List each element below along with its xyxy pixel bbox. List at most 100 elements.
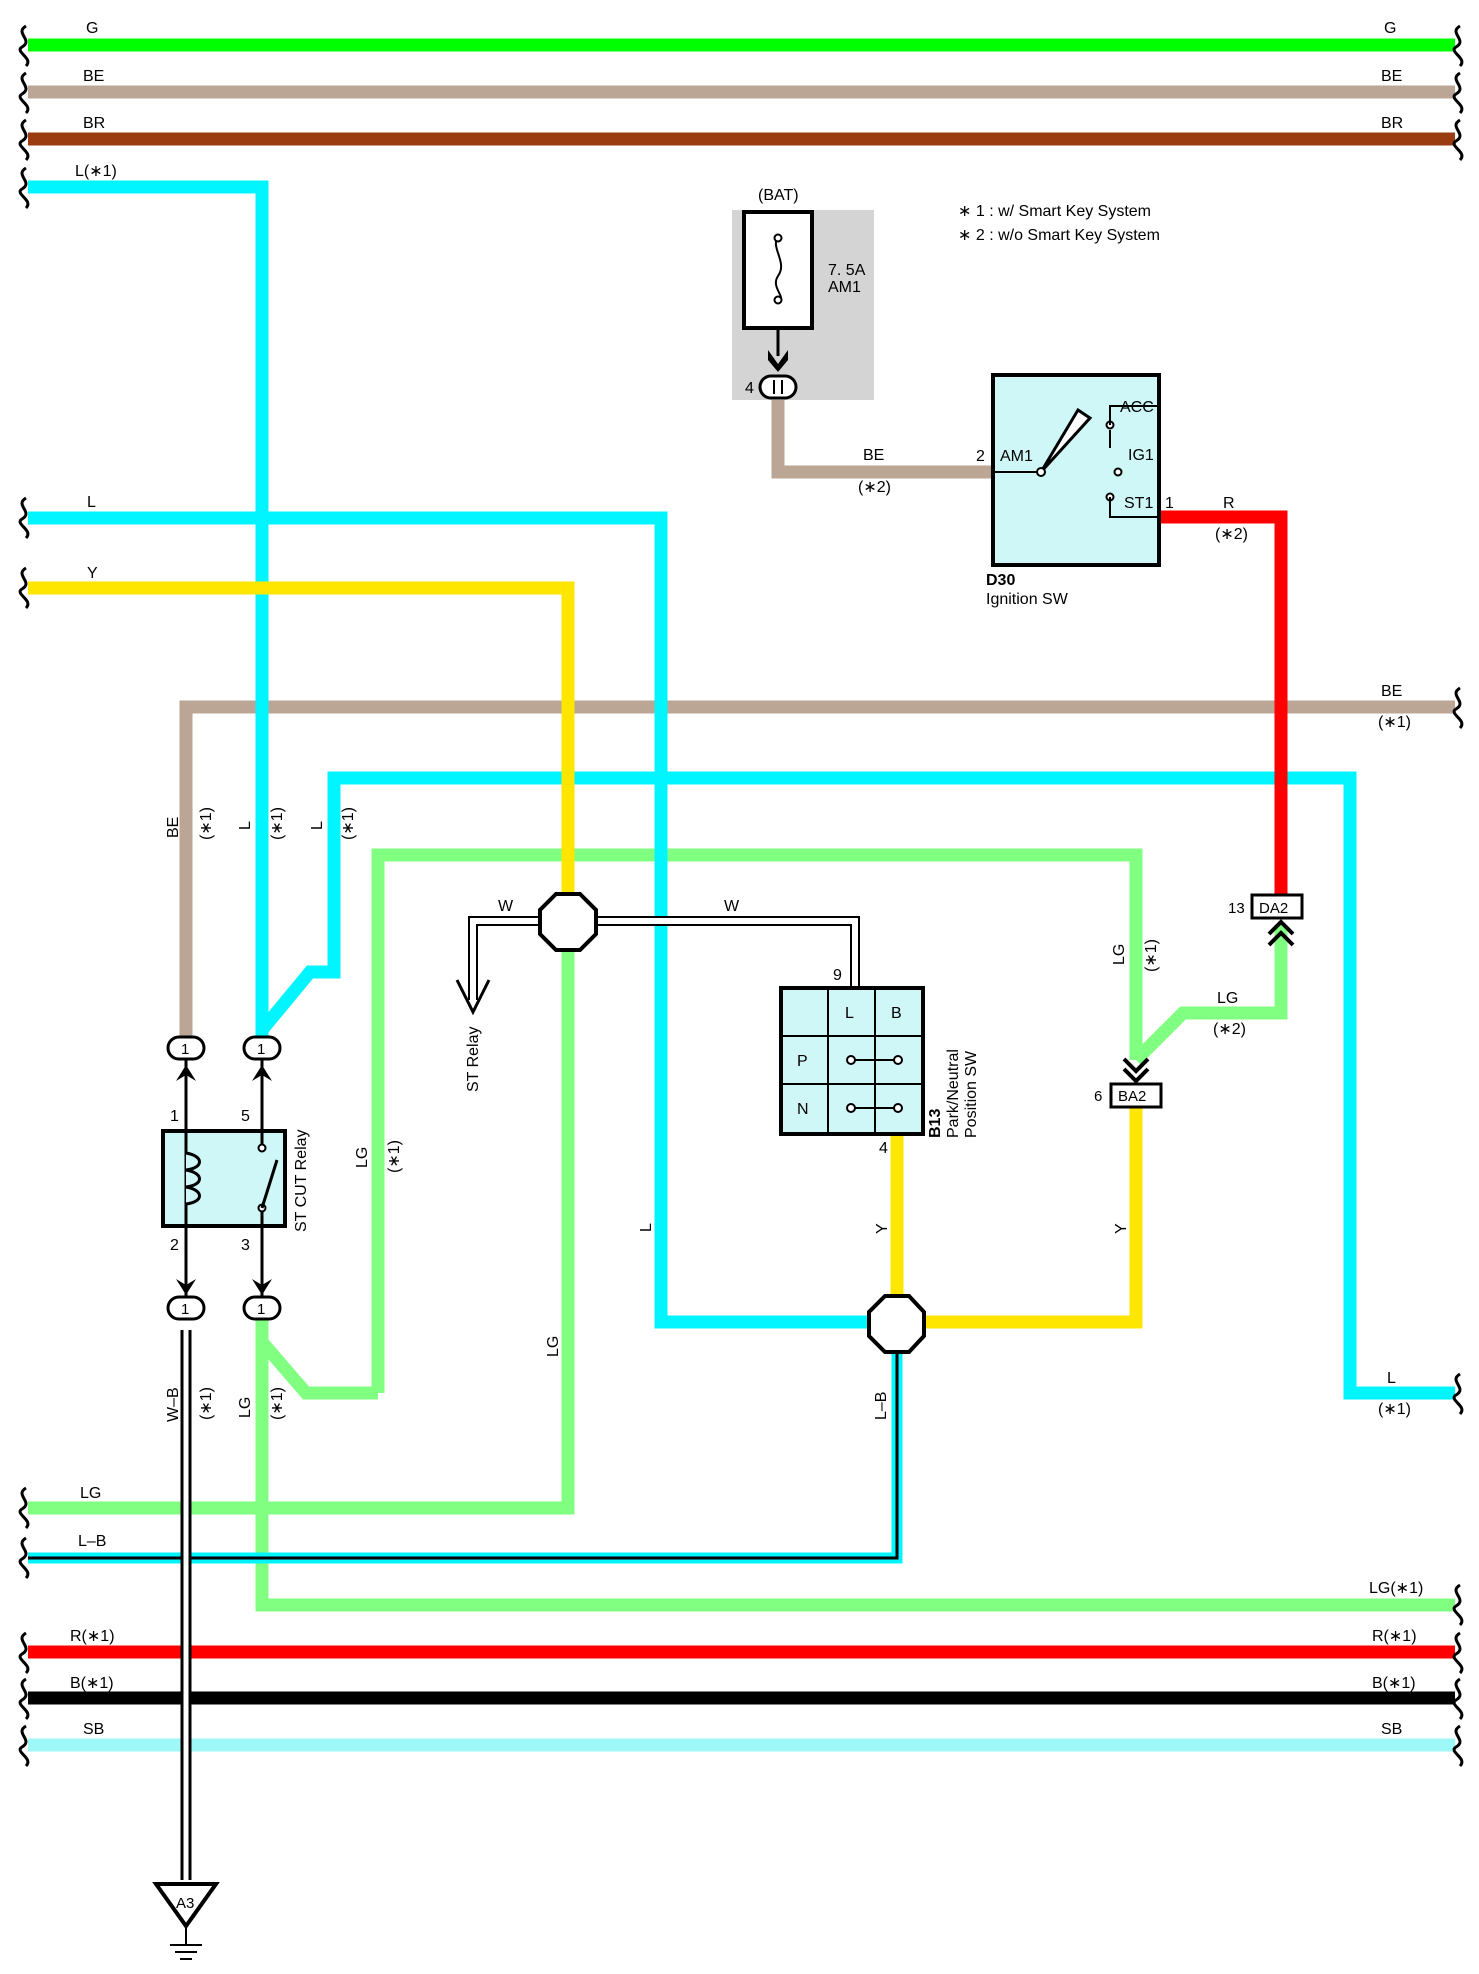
label-l-vert1-note: (∗1)	[269, 807, 286, 840]
wire-lb	[28, 1345, 903, 1564]
label-lg-da2: LG	[1217, 990, 1238, 1007]
pn-code: B13	[927, 1109, 944, 1138]
wire-lg-da2	[1131, 925, 1288, 1065]
label-lg-relay3-note: (∗1)	[269, 1387, 286, 1420]
label-y-ba2: Y	[1113, 1223, 1130, 1234]
relay-pin-1: 1	[170, 1108, 179, 1125]
connector-relay-bottom-left: 1	[166, 1295, 206, 1321]
svg-text:1: 1	[257, 1041, 265, 1058]
label-l-vert2-note: (∗1)	[340, 807, 357, 840]
break-left-g	[18, 24, 30, 68]
da2-chevron2	[1267, 930, 1295, 947]
ign-pin-am1: 2	[976, 448, 985, 465]
label-y-left: Y	[87, 565, 98, 582]
st-cut-relay: 1 5 2 3 ST CUT Relay	[161, 1045, 310, 1306]
label-l-vert2: L	[309, 821, 326, 830]
relay-pin-2: 2	[170, 1237, 179, 1254]
label-r-bottom-left: R(∗1)	[70, 1628, 115, 1645]
break-left-y	[18, 566, 30, 610]
label-lg-bottom-left: LG	[80, 1485, 101, 1502]
break-left-lb	[18, 1536, 30, 1580]
ign-sw-body	[991, 373, 1161, 567]
fuse-name: AM1	[828, 279, 861, 296]
break-right-b	[1452, 1677, 1464, 1721]
label-lg1-bottom-right: LG(∗1)	[1369, 1580, 1423, 1597]
label-lg-da2-note: (∗2)	[1213, 1021, 1246, 1038]
da2-label: DA2	[1259, 900, 1288, 917]
wire-lb-core	[28, 1345, 899, 1560]
ba2-chevron1	[1122, 1057, 1150, 1074]
wire-w-inner	[470, 918, 858, 1000]
relay-contact-top	[257, 1143, 267, 1153]
junction-l-y-lb	[867, 1294, 926, 1354]
fuse-body	[742, 210, 814, 330]
label-l-right-note: (∗1)	[1378, 1401, 1411, 1418]
wire-l1-right	[256, 771, 1455, 1400]
ign-label-ig1: IG1	[1128, 447, 1154, 464]
ign-acc-line	[1109, 405, 1157, 425]
label-r-bottom-right: R(∗1)	[1372, 1628, 1417, 1645]
ba2-body	[1109, 1082, 1163, 1109]
label-be-left: BE	[83, 68, 104, 85]
lower-bus-wires	[28, 1645, 1455, 1752]
park-neutral-switch: L B P N 9 4 B13 Park/Neutral Position SW	[779, 967, 980, 1157]
break-right-be	[1452, 71, 1464, 115]
wire-lg-bottom	[255, 1315, 1455, 1612]
label-be-right: BE	[1381, 68, 1402, 85]
connector-ba2: BA2 6	[1094, 1057, 1163, 1109]
relay-pin-3: 3	[241, 1237, 250, 1254]
relay-pin-5: 5	[241, 1108, 250, 1125]
da2-chevron1	[1267, 919, 1295, 936]
connector-relay-top-left: 1	[166, 1035, 206, 1061]
break-left-be	[18, 71, 30, 115]
label-w-right: W	[724, 898, 740, 915]
wire-lg-loop-tail	[255, 1315, 378, 1400]
pn-col-b: B	[891, 1005, 902, 1022]
relay-arrow-2	[176, 1279, 196, 1295]
wire-lg-mid	[28, 931, 575, 1515]
label-wb-vert: W–B	[165, 1387, 182, 1422]
label-lg-vert-right: LG	[1111, 944, 1128, 965]
label-r-ign-note: (∗2)	[1215, 526, 1248, 543]
fuse-pin: 4	[745, 380, 754, 397]
wire-breaks	[18, 24, 1464, 1768]
pn-p-dot-l	[846, 1055, 856, 1065]
ign-label-am1: AM1	[1000, 448, 1033, 465]
relay-coil	[185, 1151, 201, 1206]
wire-y-left	[28, 581, 575, 893]
label-l1-left: L(∗1)	[75, 163, 117, 180]
fuse-bottom-terminal	[773, 295, 783, 305]
wire-label-group: G G BE BE BR BR L(∗1) L Y BE (∗1) BE (∗2…	[70, 20, 1423, 1738]
break-right-l1	[1452, 1372, 1464, 1416]
label-b-bottom-right: B(∗1)	[1372, 1675, 1416, 1692]
label-l-left: L	[87, 494, 96, 511]
label-be-vert-note: (∗1)	[198, 807, 215, 840]
ign-name: Ignition SW	[986, 591, 1069, 608]
pn-pin-top: 9	[833, 967, 842, 984]
wire-y-ba2	[921, 1105, 1143, 1329]
label-lg-mid: LG	[545, 1336, 562, 1357]
wire-be-relay	[179, 700, 1455, 1045]
st-relay-arrow	[455, 979, 491, 1016]
connector-da2: DA2 13	[1228, 893, 1304, 947]
label-lg-relay3: LG	[237, 1397, 254, 1418]
break-right-r	[1452, 1631, 1464, 1675]
label-be2-right: BE	[1381, 683, 1402, 700]
ign-label-st1: ST1	[1124, 495, 1153, 512]
wire-w	[455, 916, 860, 1016]
wire-routes	[28, 180, 1455, 1612]
label-lg-vert-left: LG	[354, 1147, 371, 1168]
label-g-right: G	[1384, 20, 1396, 37]
ignition-switch: AM1 ACC IG1 ST1 2 1 D30 Ignition SW	[976, 373, 1174, 608]
ign-term-ig1	[1113, 467, 1123, 477]
pn-name-1: Park/Neutral	[945, 1049, 962, 1138]
fuse-top-terminal	[773, 233, 783, 243]
note-no-smart-key: ∗ 2 : w/o Smart Key System	[958, 227, 1160, 244]
relay-connectors: 1 1 1 1	[166, 1035, 282, 1321]
pn-p-dot-b	[893, 1055, 903, 1065]
label-br-right: BR	[1381, 115, 1403, 132]
break-right-br	[1452, 118, 1464, 162]
da2-body	[1250, 893, 1304, 920]
break-left-lg	[18, 1486, 30, 1530]
